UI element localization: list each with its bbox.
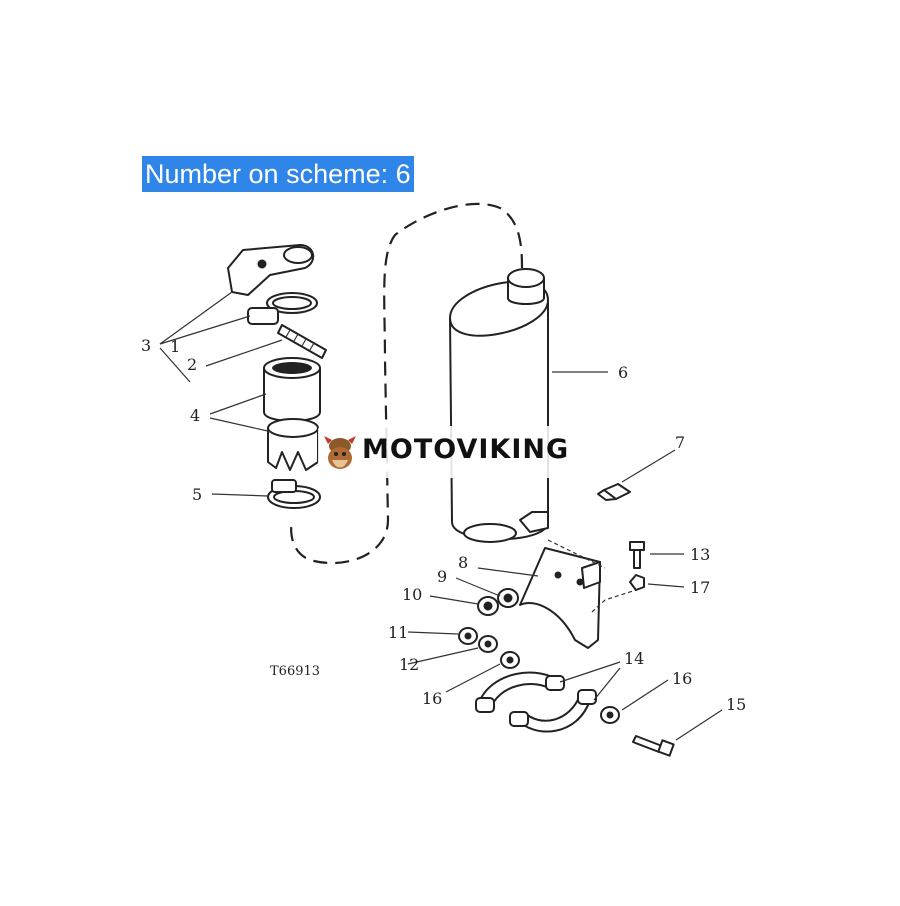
sleeve-lower	[267, 418, 319, 471]
clamp-arm	[227, 244, 315, 296]
callout-17: 17	[690, 578, 710, 597]
muffler	[449, 268, 549, 543]
nut-17	[629, 574, 645, 591]
callout-3: 3	[141, 336, 151, 355]
callout-15: 15	[726, 695, 746, 714]
callout-16b: 16	[672, 669, 692, 688]
callout-11: 11	[388, 623, 408, 642]
clamp-ring	[247, 292, 318, 325]
callout-12: 12	[399, 655, 419, 674]
callout-2: 2	[187, 355, 197, 374]
figure-code: T66913	[270, 664, 320, 679]
callout-7: 7	[675, 433, 685, 452]
clamp-5	[267, 479, 321, 509]
callout-4: 4	[190, 406, 200, 425]
viking-logo-icon	[324, 436, 356, 469]
callout-1: 1	[170, 337, 180, 356]
washer-9	[497, 588, 519, 608]
nut-16a	[500, 651, 520, 669]
watermark: MOTOVIKING	[318, 426, 586, 478]
callout-16a: 16	[422, 689, 442, 708]
nut-11	[458, 627, 478, 645]
callout-13: 13	[690, 545, 710, 564]
bolt-13	[629, 541, 645, 569]
bracket-8	[519, 547, 601, 649]
callout-5: 5	[192, 485, 202, 504]
leader-lines	[159, 291, 723, 741]
callout-9: 9	[437, 567, 447, 586]
bolt-15	[632, 735, 675, 757]
sleeve-upper	[263, 357, 321, 422]
washer-12	[478, 635, 498, 653]
nut-16b	[600, 706, 620, 724]
callout-10: 10	[402, 585, 422, 604]
pipe-route	[290, 202, 524, 565]
nut-10	[477, 596, 499, 616]
scheme-number-badge: Number on scheme: 6	[142, 156, 414, 192]
callout-14: 14	[624, 649, 644, 668]
clamp-halves-14	[475, 671, 597, 733]
watermark-brand: MOTOVIKING	[362, 434, 570, 465]
bolt-7	[597, 483, 631, 501]
bolt-2	[277, 324, 327, 359]
callout-8: 8	[458, 553, 468, 572]
callout-6: 6	[618, 363, 628, 382]
